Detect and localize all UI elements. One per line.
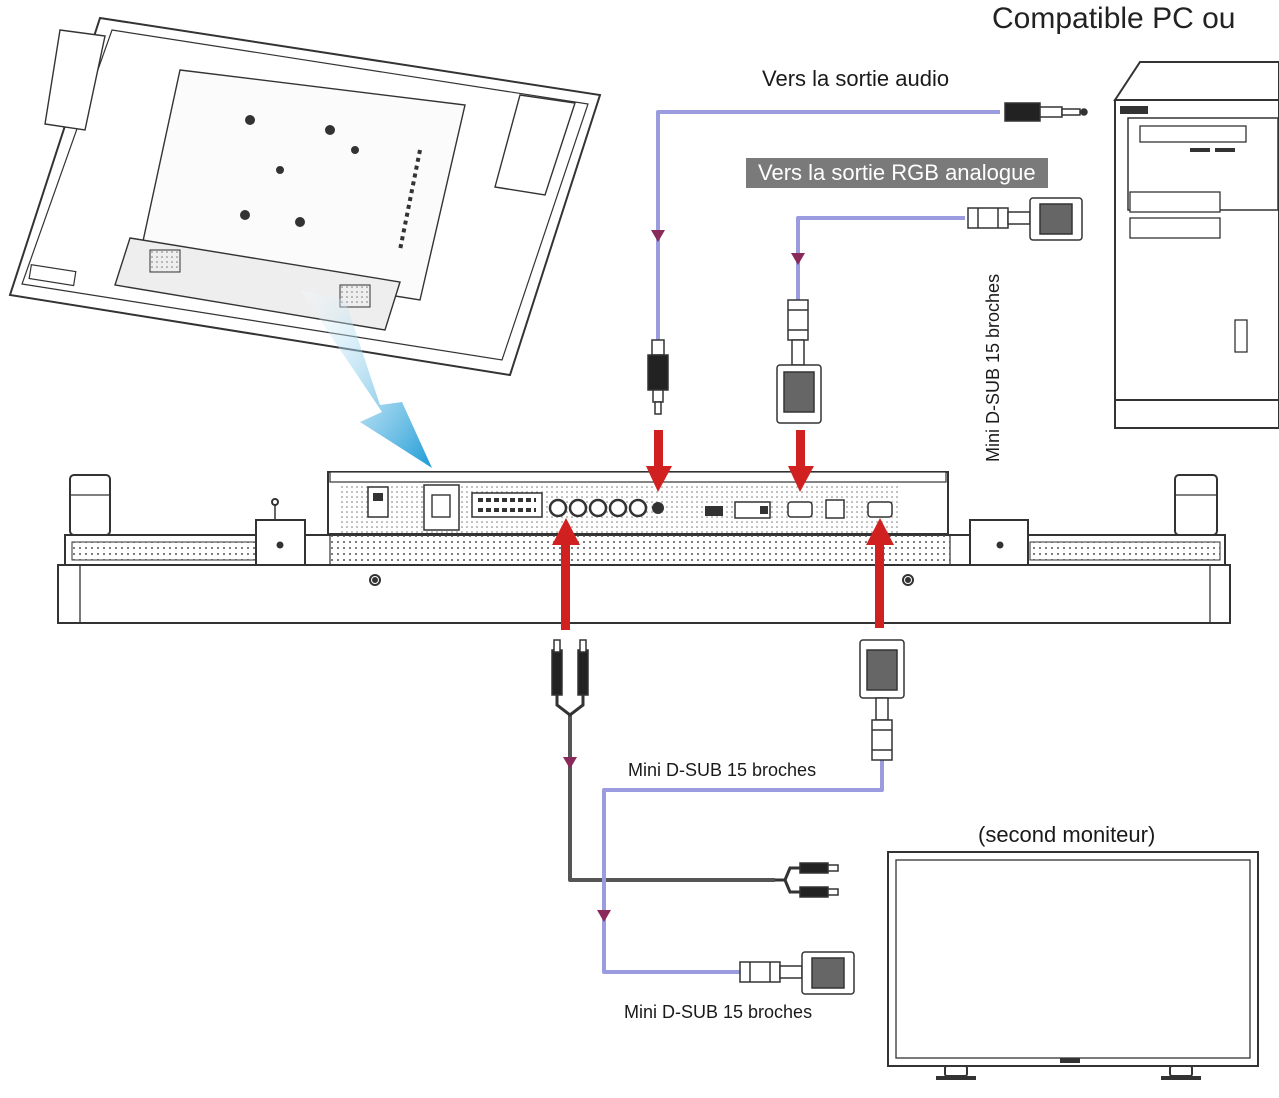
dsub-cable-bottom [602, 760, 884, 974]
pc-tower-icon [1113, 61, 1279, 429]
rca-ends-icon [775, 862, 839, 898]
terminal-panel [327, 471, 949, 535]
dsub-connector-top-icon [967, 197, 1083, 241]
audio-jack-vertical-icon [647, 339, 669, 415]
rgb-cable-top [796, 216, 965, 300]
rca-plugs-icon [551, 639, 589, 717]
dsub-connector-bottom-icon [739, 951, 855, 995]
zoom-arrow-icon [300, 290, 432, 468]
flow-markers [563, 230, 805, 922]
dsub-vertical-label: Mini D-SUB 15 broches [983, 273, 1003, 462]
cable-lines [568, 110, 1000, 974]
dsub-bottom-label: Mini D-SUB 15 broches [624, 1002, 813, 1022]
dsub-connector-bottom-vertical-icon [859, 639, 905, 761]
audio-cable-top [656, 110, 1000, 340]
dsub-middle-label: Mini D-SUB 15 broches [628, 760, 817, 780]
rca-cable-bottom [568, 715, 775, 882]
audio-plug-icon [1004, 102, 1088, 122]
pc-label: Compatible PC ou [992, 2, 1236, 35]
second-monitor-icon [887, 851, 1259, 1080]
red-arrows [552, 430, 894, 630]
display-rear-perspective [8, 16, 602, 377]
display-bottom-panel [57, 474, 1231, 624]
rgb-out-label: Vers la sortie RGB analogue [746, 158, 1048, 188]
audio-out-label: Vers la sortie audio [762, 66, 950, 91]
second-monitor-label: (second moniteur) [978, 822, 1156, 847]
dsub-connector-vertical-icon [776, 299, 822, 424]
